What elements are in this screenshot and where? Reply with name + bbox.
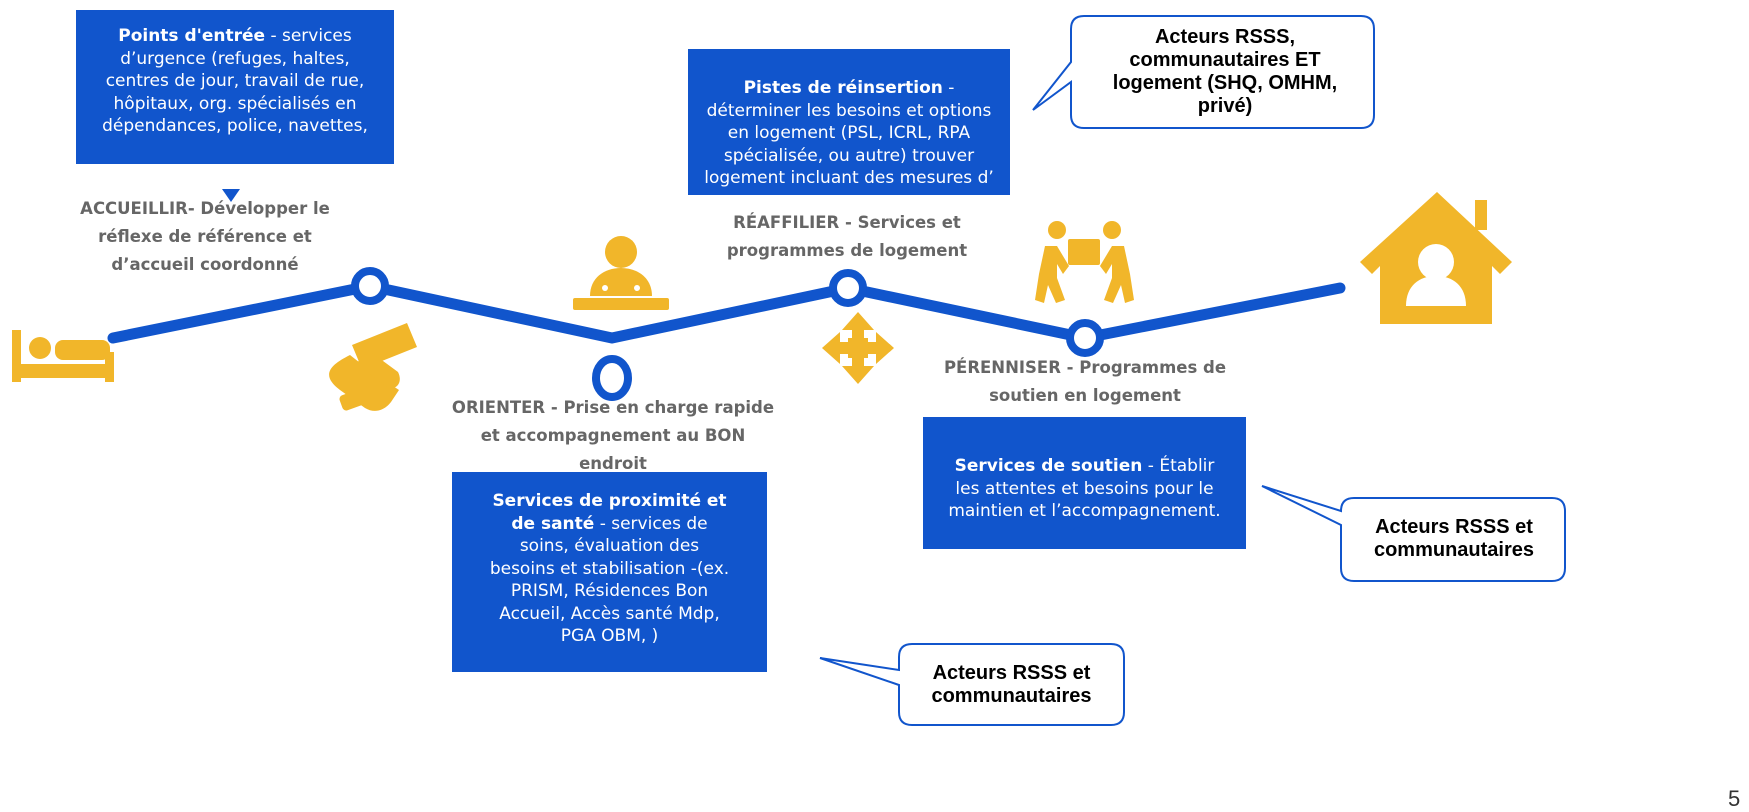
box-services-soutien: Services de soutien - Établir les attent…	[923, 417, 1246, 549]
pointer-triangle	[222, 189, 240, 202]
stage-accueillir: ACCUEILLIR- Développer le réflexe de réf…	[80, 199, 330, 274]
page-number: 5	[1728, 786, 1741, 811]
people-carrying-box-icon	[1035, 221, 1134, 303]
callout-bubble-logement	[1032, 15, 1375, 129]
box-points-entree: Points d'entrée - services d’urgence (re…	[76, 10, 394, 164]
stage-reaffilier: RÉAFFILIER - Services et programmes de l…	[726, 213, 968, 260]
box-services-proximite-body: - services de soins, évaluation des beso…	[489, 513, 730, 647]
box-pistes-reinsertion: Pistes de réinsertion - déterminer les b…	[688, 49, 1010, 195]
box-pistes-reinsertion-title: Pistes de réinsertion	[743, 78, 943, 98]
arrows-move-icon	[822, 312, 894, 384]
callout-soutien-text: Acteurs RSSS et communautaires	[1373, 516, 1535, 561]
box-services-soutien-title: Services de soutien	[954, 456, 1143, 476]
stage-orienter: ORIENTER - Prise en charge rapide et acc…	[451, 398, 775, 473]
callout-proximite-text: Acteurs RSSS et communautaires	[931, 662, 1092, 707]
box-services-proximite: Services de proximité et de santé - serv…	[452, 472, 767, 672]
callout-bubble-soutien	[1261, 485, 1566, 582]
callout-bubble-proximite	[819, 643, 1125, 726]
bed-icon	[12, 330, 114, 382]
stage-perenniser: PÉRENNISER - Programmes de soutien en lo…	[943, 358, 1227, 405]
journey-node-perenniser	[1066, 319, 1104, 357]
receptionist-icon	[573, 236, 669, 310]
box-points-entree-title: Points d'entrée	[118, 26, 266, 46]
box-services-proximite-title: Services de proximité et de santé	[492, 491, 727, 534]
journey-node-orienter	[592, 355, 632, 401]
box-services-soutien-body: - Établir les attentes et besoins pour l…	[948, 456, 1221, 521]
callout-logement-text: Acteurs RSSS, communautaires ET logement…	[1112, 26, 1338, 117]
journey-node-accueillir	[351, 267, 389, 305]
journey-line	[107, 280, 1346, 344]
handshake-icon	[329, 323, 417, 411]
box-points-entree-body: - services d’urgence (refuges, haltes, c…	[102, 26, 368, 136]
journey-node-reaffilier	[829, 269, 867, 307]
box-pistes-reinsertion-body: - déterminer les besoins et options en l…	[704, 78, 994, 188]
house-person-icon	[1360, 192, 1512, 324]
